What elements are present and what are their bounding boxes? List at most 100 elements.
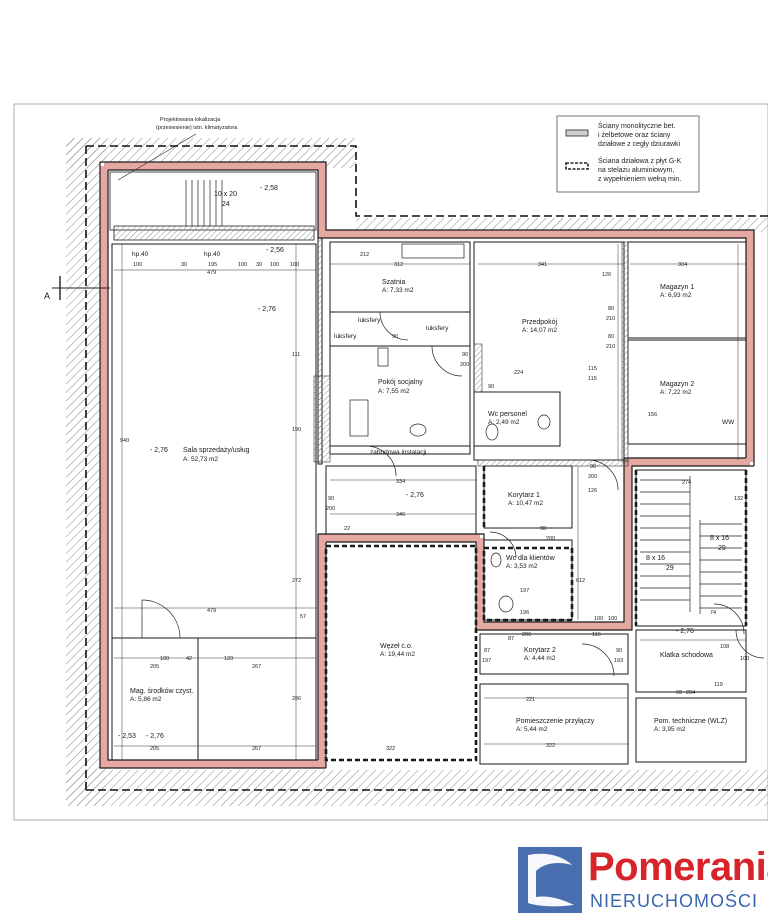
dim-value: 116 [592,632,601,638]
logo-mark-icon [518,847,582,913]
dimension-numbers: 479 195 100 30 100 30 100 100 940 111 27… [120,252,749,752]
annotation-line1: Projektowana lokalizacja [160,117,221,123]
dim-value: 341 [538,262,547,268]
ground-hatch-top-right [356,218,768,232]
dim-value: 479 [207,270,216,276]
dim-value: 210 [606,316,615,322]
room-name: Korytarz 2 [524,647,556,654]
dim-value: 42 [186,656,192,662]
dim-value: 100 [594,616,603,622]
hatched-block-1 [313,375,331,463]
door-swings [141,311,765,677]
dim-value: 100 [608,616,617,622]
dim-value: 100 [290,262,299,268]
dim-value: 90 [616,648,622,654]
annotation-line2: (przesiesienie) istn. klimatyzatora [156,125,238,131]
room-area: A: 2,49 m2 [488,419,520,426]
dim-value: 312 [394,262,403,268]
room-name: Węzeł c.o. [380,643,413,650]
dim-value: 205 [150,664,159,670]
dim-value: 346 [396,512,405,518]
legend-item2-line1: Ściana działowa z płyt G-K [598,156,682,165]
dim-value: 334 [396,479,405,485]
dim-value: 115 [588,376,597,382]
dim-value: 156 [648,412,657,418]
room-area: A: 19,44 m2 [380,651,415,658]
room-area: A: 6,93 m2 [660,292,692,299]
dim-value: 322 [386,746,395,752]
level-mark: - 2,76 [150,447,168,454]
hatched-block-2 [473,343,483,393]
room-name: Korytarz 1 [508,492,540,499]
room-name: Klatka schodowa [660,652,713,659]
room-name: Magazyn 1 [660,284,694,291]
room-name: Pokój socjalny [378,379,423,386]
level-mark: - 2,56 [266,247,284,254]
dim-value: 205 [150,746,159,752]
room-area: A: 52,73 m2 [183,456,218,463]
dim-value: 100 [740,656,749,662]
hp-label: hp.40 [132,251,149,258]
dim-value: 57 [300,614,306,620]
dimension-lines [114,244,746,760]
stairs-label: 29 [666,565,674,572]
dim-value: 479 [207,608,216,614]
luksfery-label: luksfery [334,333,357,340]
dim-value: 90 [590,464,596,470]
wall-block [113,225,315,241]
dim-value: 120 [224,656,233,662]
room-area: A: 10,47 m2 [508,500,543,507]
legend-item1-line2: i żelbetowe oraz ściany [598,132,671,139]
opening-label: 10 x 20 [214,191,237,198]
dim-value: 612 [576,578,585,584]
dim-value: 60 [676,690,682,696]
level-marks: - 2,58 - 2,56 - 2,76 - 2,76 - 2,76 - 2,7… [118,185,694,740]
level-mark: - 2,76 [258,306,276,313]
floor-plan: Projektowana lokalizacja (przesiesienie)… [13,103,768,821]
luksfery-label: luksfery [426,325,449,332]
dim-value: 206 [522,632,531,638]
room-name: Pom. techniczne (WLZ) [654,718,727,725]
logo-name: Pomerania [588,845,768,889]
dim-value: 200 [326,506,335,512]
dim-value: 90 [328,496,334,502]
dim-value: 22 [344,526,350,532]
legend-item2-line3: z wypełnieniem wełną min. [598,176,681,183]
interior-walls [111,237,747,765]
room-area: A: 14,07 m2 [522,327,557,334]
legend-item1-line1: Ściany monolityczne bet. [598,121,675,130]
ground-hatch-bottom [66,770,768,806]
room-area: A: 5,86 m2 [130,696,162,703]
gk-walls [324,466,748,762]
legend-item2-line2: na stelażu aluminiowym, [598,167,674,174]
dim-value: 224 [514,370,523,376]
ww-label: WW [722,419,735,426]
dim-value: 90 [540,526,546,532]
room-name: Sala sprzedaży/usług [183,447,250,454]
dim-value: 80 [608,306,614,312]
dim-value: 80 [608,334,614,340]
dim-value: 119 [714,682,723,688]
dim-value: 30 [181,262,187,268]
legend-box [556,115,700,193]
dim-value: 30 [256,262,262,268]
hatched-block-3 [621,241,629,463]
dashed-contour [86,145,768,217]
opening-label: 24 [222,201,230,208]
dim-value: 100 [160,656,169,662]
dim-value: 304 [678,262,687,268]
dim-value: 940 [120,438,129,444]
dim-value: 322 [546,743,555,749]
dim-value: 193 [614,658,623,664]
room-area: A: 4,44 m2 [524,655,556,662]
dim-value: 100 [270,262,279,268]
dim-value: 100 [238,262,247,268]
logo-subtitle: NIERUCHOMOŚCI [590,891,759,911]
dim-value: 200 [546,536,555,542]
dim-value: 210 [606,344,615,350]
brand-logo: Pomerania NIERUCHOMOŚCI [518,843,768,917]
dim-value: 272 [292,578,301,584]
stairs-label: 8 x 16 [646,555,665,562]
dim-value: 126 [602,272,611,278]
level-mark: - 2,58 [260,185,278,192]
